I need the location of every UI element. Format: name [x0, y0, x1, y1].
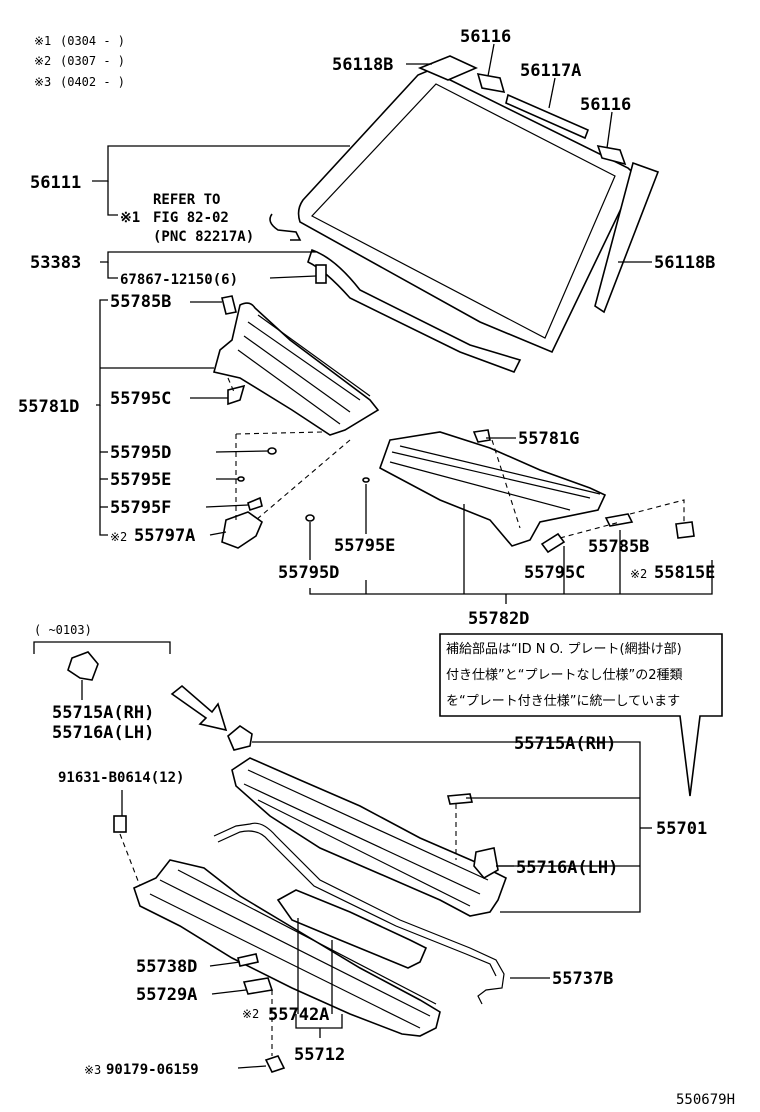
legend: ※1 (0304 - ) ※2 (0307 - ) ※3 (0402 - )	[34, 34, 125, 89]
label-refer-1: REFER TO	[153, 192, 220, 208]
dashes-right	[491, 439, 685, 539]
cowl-panel-left	[213, 295, 380, 549]
label-55795D-left: 55795D	[110, 443, 171, 463]
label-90179-mark: ※3	[84, 1063, 101, 1077]
note-line-2: 付き仕様”と“プレートなし仕様”の2種類	[446, 667, 682, 683]
label-55701: 55701	[656, 819, 707, 839]
leaders-right-panel	[309, 437, 713, 604]
label-55795C-left: 55795C	[110, 389, 171, 409]
label-55712: 55712	[294, 1045, 345, 1065]
label-range-0103: ( ~0103)	[34, 623, 92, 637]
label-56118B-top: 56118B	[332, 55, 393, 75]
dashes-left	[227, 377, 351, 521]
label-55815E-mark: ※2	[630, 567, 647, 581]
label-refer-3: (PNC 82217A)	[153, 229, 254, 245]
note-line-1: 補給部品は“ID N O. プレート(網掛け部)	[446, 642, 682, 657]
cowl-panel-right	[305, 429, 695, 554]
leaders-left-panel	[96, 299, 269, 536]
label-55742A: 55742A	[268, 1005, 329, 1025]
legend-mark-3: ※3	[34, 75, 51, 89]
label-56117A: 56117A	[520, 61, 581, 81]
label-55715A-right: 55715A(RH)	[514, 734, 616, 754]
figure-id: 550679H	[676, 1092, 735, 1108]
legend-mark-1: ※1	[34, 34, 51, 48]
label-56116-top: 56116	[460, 27, 511, 47]
label-55795E-left: 55795E	[110, 470, 171, 490]
cowl-top-outer	[231, 757, 507, 917]
label-55729A: 55729A	[136, 985, 197, 1005]
label-55797A-mark: ※2	[110, 530, 127, 544]
label-55782D: 55782D	[468, 609, 529, 629]
molding-strips	[269, 55, 660, 373]
label-91631: 91631-B0614(12)	[58, 770, 184, 786]
label-67867: 67867-12150(6)	[120, 272, 238, 288]
leaders-lower	[121, 741, 652, 1069]
label-55781D: 55781D	[18, 397, 79, 417]
labels: 56116 56118B 56117A 56116 56111 REFER TO…	[18, 27, 735, 1108]
label-55795D-right: 55795D	[278, 563, 339, 583]
label-55797A: 55797A	[134, 526, 195, 546]
seal-55737B	[213, 822, 505, 1005]
legend-range-1: (0304 - )	[60, 34, 125, 48]
label-55716A-left: 55716A(LH)	[52, 723, 154, 743]
label-56118B-right: 56118B	[654, 253, 715, 273]
panel-55742A	[276, 889, 428, 969]
label-55742A-mark: ※2	[242, 1007, 259, 1021]
note-line-3: を“プレート付き仕様”に統一しています	[446, 694, 680, 709]
legend-range-3: (0402 - )	[60, 75, 125, 89]
legend-range-2: (0307 - )	[60, 54, 125, 68]
label-56116-mid: 56116	[580, 95, 631, 115]
plate-55715A	[227, 725, 520, 751]
label-56111: 56111	[30, 173, 81, 193]
label-55738D: 55738D	[136, 957, 197, 977]
bracket-55715A-left	[67, 651, 99, 700]
label-55785B-left: 55785B	[110, 292, 171, 312]
clips-lower	[237, 953, 274, 995]
label-55716A-right: 55716A(LH)	[516, 858, 618, 878]
label-55785B-right: 55785B	[588, 537, 649, 557]
cowl-lower-panel	[113, 815, 441, 1073]
dashes-lower	[119, 804, 457, 1056]
note-box: 補給部品は“ID N O. プレート(網掛け部) 付き仕様”と“プレートなし仕様…	[439, 633, 723, 797]
label-refer-2: FIG 82-02	[153, 210, 229, 226]
direction-arrow	[170, 684, 228, 732]
label-55815E: 55815E	[654, 563, 715, 583]
label-55795F: 55795F	[110, 498, 171, 518]
label-55715A-left: 55715A(RH)	[52, 703, 154, 723]
range-bracket	[33, 641, 171, 654]
label-55737B: 55737B	[552, 969, 613, 989]
leaders-top	[92, 43, 652, 279]
label-53383: 53383	[30, 253, 81, 273]
label-55795C-right: 55795C	[524, 563, 585, 583]
label-55795E-right: 55795E	[334, 536, 395, 556]
label-90179: 90179-06159	[106, 1062, 199, 1078]
label-refer-mark: ※1	[120, 210, 140, 226]
label-55781G: 55781G	[518, 429, 579, 449]
legend-mark-2: ※2	[34, 54, 51, 68]
